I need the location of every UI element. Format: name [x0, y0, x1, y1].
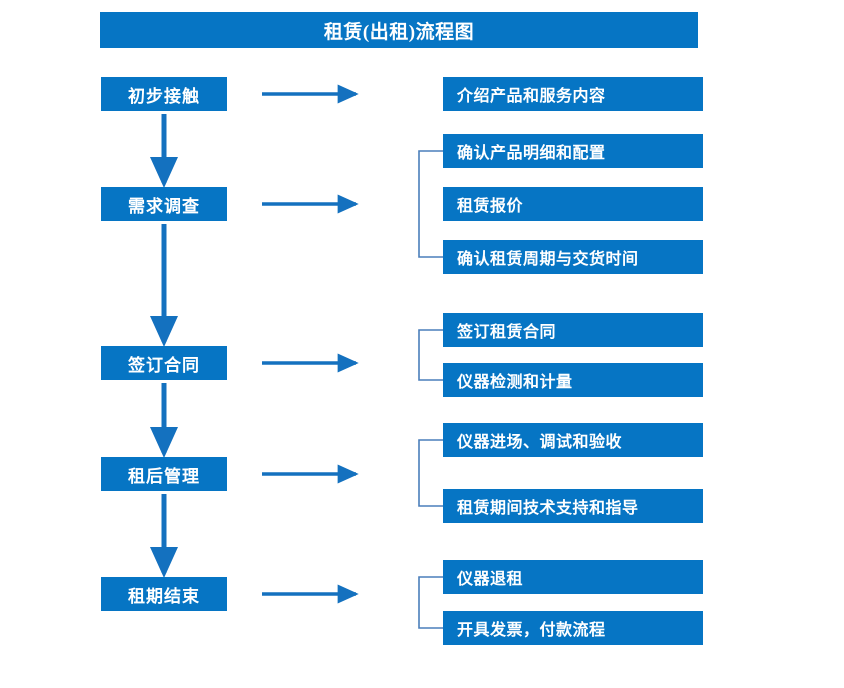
- bracket-group-5: [418, 576, 443, 629]
- detail-box-3-1[interactable]: 签订租赁合同: [443, 313, 703, 347]
- stage-box-2[interactable]: 需求调查: [101, 187, 227, 221]
- stage-box-1[interactable]: 初步接触: [101, 77, 227, 111]
- bracket-group-2: [418, 150, 443, 258]
- detail-box-3-2[interactable]: 仪器检测和计量: [443, 363, 703, 397]
- page-title: 租赁(出租)流程图: [100, 12, 698, 48]
- bracket-group-4: [418, 439, 443, 507]
- detail-box-5-1[interactable]: 仪器退租: [443, 560, 703, 594]
- detail-box-1-1[interactable]: 介绍产品和服务内容: [443, 77, 703, 111]
- detail-box-4-1[interactable]: 仪器进场、调试和验收: [443, 423, 703, 457]
- stage-box-4[interactable]: 租后管理: [101, 457, 227, 491]
- group-brackets: [418, 150, 443, 629]
- bracket-group-3: [418, 329, 443, 381]
- detail-box-2-1[interactable]: 确认产品明细和配置: [443, 134, 703, 168]
- detail-box-5-2[interactable]: 开具发票，付款流程: [443, 611, 703, 645]
- stage-box-5[interactable]: 租期结束: [101, 577, 227, 611]
- detail-box-4-2[interactable]: 租赁期间技术支持和指导: [443, 489, 703, 523]
- detail-box-2-3[interactable]: 确认租赁周期与交货时间: [443, 240, 703, 274]
- detail-box-2-2[interactable]: 租赁报价: [443, 187, 703, 221]
- stage-box-3[interactable]: 签订合同: [101, 346, 227, 380]
- horizontal-arrows: [262, 84, 359, 604]
